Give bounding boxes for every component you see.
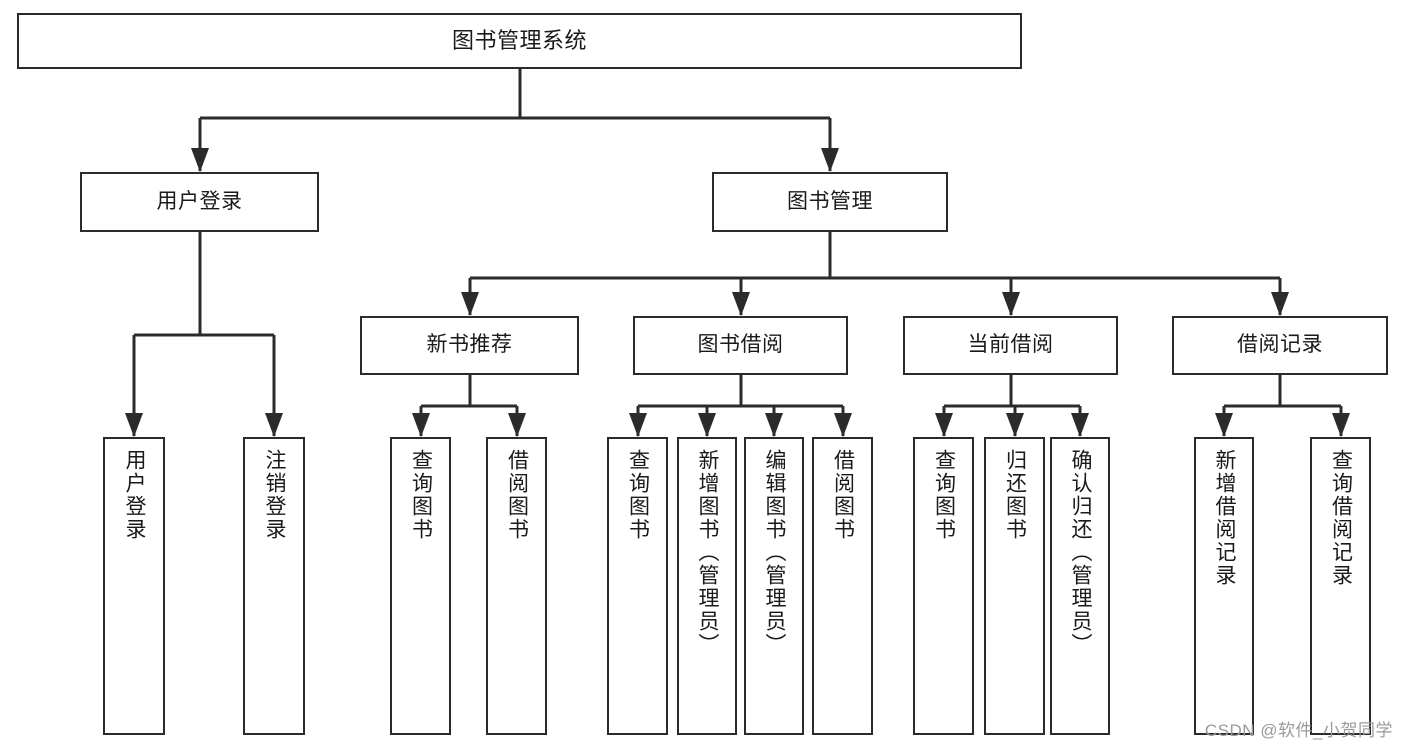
node-label: 借阅图书 <box>831 449 855 541</box>
node-leaf-rec-query[interactable]: 查询图书 <box>390 437 451 735</box>
node-leaf-cur-return[interactable]: 归还图书 <box>984 437 1045 735</box>
node-leaf-brw-query[interactable]: 查询图书 <box>607 437 668 735</box>
node-label: 注销登录 <box>263 449 287 541</box>
edge-arrowhead <box>1215 413 1233 437</box>
edge-arrowhead <box>821 148 839 172</box>
edge-arrowhead <box>1271 292 1289 316</box>
edge-arrowhead <box>191 148 209 172</box>
node-label: 查询借阅记录 <box>1329 449 1353 587</box>
edge-arrowhead <box>765 413 783 437</box>
node-leaf-cur-query[interactable]: 查询图书 <box>913 437 974 735</box>
node-leaf-brw-edit[interactable]: 编辑图书（管理员） <box>744 437 804 735</box>
node-borrow-record[interactable]: 借阅记录 <box>1172 316 1388 375</box>
node-label: 新增借阅记录 <box>1213 449 1237 587</box>
node-leaf-brw-add[interactable]: 新增图书（管理员） <box>677 437 737 735</box>
node-label: 归还图书 <box>1003 449 1027 541</box>
edge-arrowhead <box>265 413 283 437</box>
edge-arrowhead <box>461 292 479 316</box>
edge-arrowhead <box>1006 413 1024 437</box>
node-label: 图书借阅 <box>697 333 784 357</box>
node-book-borrow[interactable]: 图书借阅 <box>633 316 848 375</box>
node-leaf-rec-borrow[interactable]: 借阅图书 <box>486 437 547 735</box>
edge-arrowhead <box>125 413 143 437</box>
edge-arrowhead <box>412 413 430 437</box>
node-label: 查询图书 <box>626 449 650 541</box>
node-label: 查询图书 <box>932 449 956 541</box>
node-label: 新书推荐 <box>426 333 513 357</box>
edge-arrowhead <box>1332 413 1350 437</box>
node-root[interactable]: 图书管理系统 <box>17 13 1022 69</box>
node-current-borrow[interactable]: 当前借阅 <box>903 316 1118 375</box>
edge-arrowhead <box>629 413 647 437</box>
edge-arrowhead <box>935 413 953 437</box>
edge-arrowhead <box>698 413 716 437</box>
edge-arrowhead <box>1002 292 1020 316</box>
node-leaf-logout[interactable]: 注销登录 <box>243 437 305 735</box>
node-label: 新增图书（管理员） <box>696 449 720 656</box>
node-label: 图书管理系统 <box>451 28 587 54</box>
node-user-login[interactable]: 用户登录 <box>80 172 319 232</box>
node-leaf-user-login[interactable]: 用户登录 <box>103 437 165 735</box>
node-leaf-cur-confirm[interactable]: 确认归还（管理员） <box>1050 437 1110 735</box>
edge-arrowhead <box>834 413 852 437</box>
node-new-book-rec[interactable]: 新书推荐 <box>360 316 579 375</box>
edge-arrowhead <box>1071 413 1089 437</box>
node-leaf-brw-borrow[interactable]: 借阅图书 <box>812 437 873 735</box>
node-label: 用户登录 <box>156 189 243 213</box>
node-leaf-rcd-query[interactable]: 查询借阅记录 <box>1310 437 1371 735</box>
node-label: 编辑图书（管理员） <box>763 449 787 656</box>
node-label: 用户登录 <box>123 449 147 541</box>
edge-arrowhead <box>508 413 526 437</box>
node-label: 确认归还（管理员） <box>1069 449 1093 656</box>
node-label: 借阅图书 <box>505 449 529 541</box>
node-leaf-rcd-add[interactable]: 新增借阅记录 <box>1194 437 1254 735</box>
node-label: 查询图书 <box>409 449 433 541</box>
watermark: CSDN @软件_小贺同学 <box>1204 721 1393 740</box>
node-label: 借阅记录 <box>1237 333 1323 357</box>
node-book-manage[interactable]: 图书管理 <box>712 172 948 232</box>
node-label: 当前借阅 <box>967 333 1054 357</box>
edge-arrowhead <box>732 292 750 316</box>
node-label: 图书管理 <box>787 189 873 213</box>
